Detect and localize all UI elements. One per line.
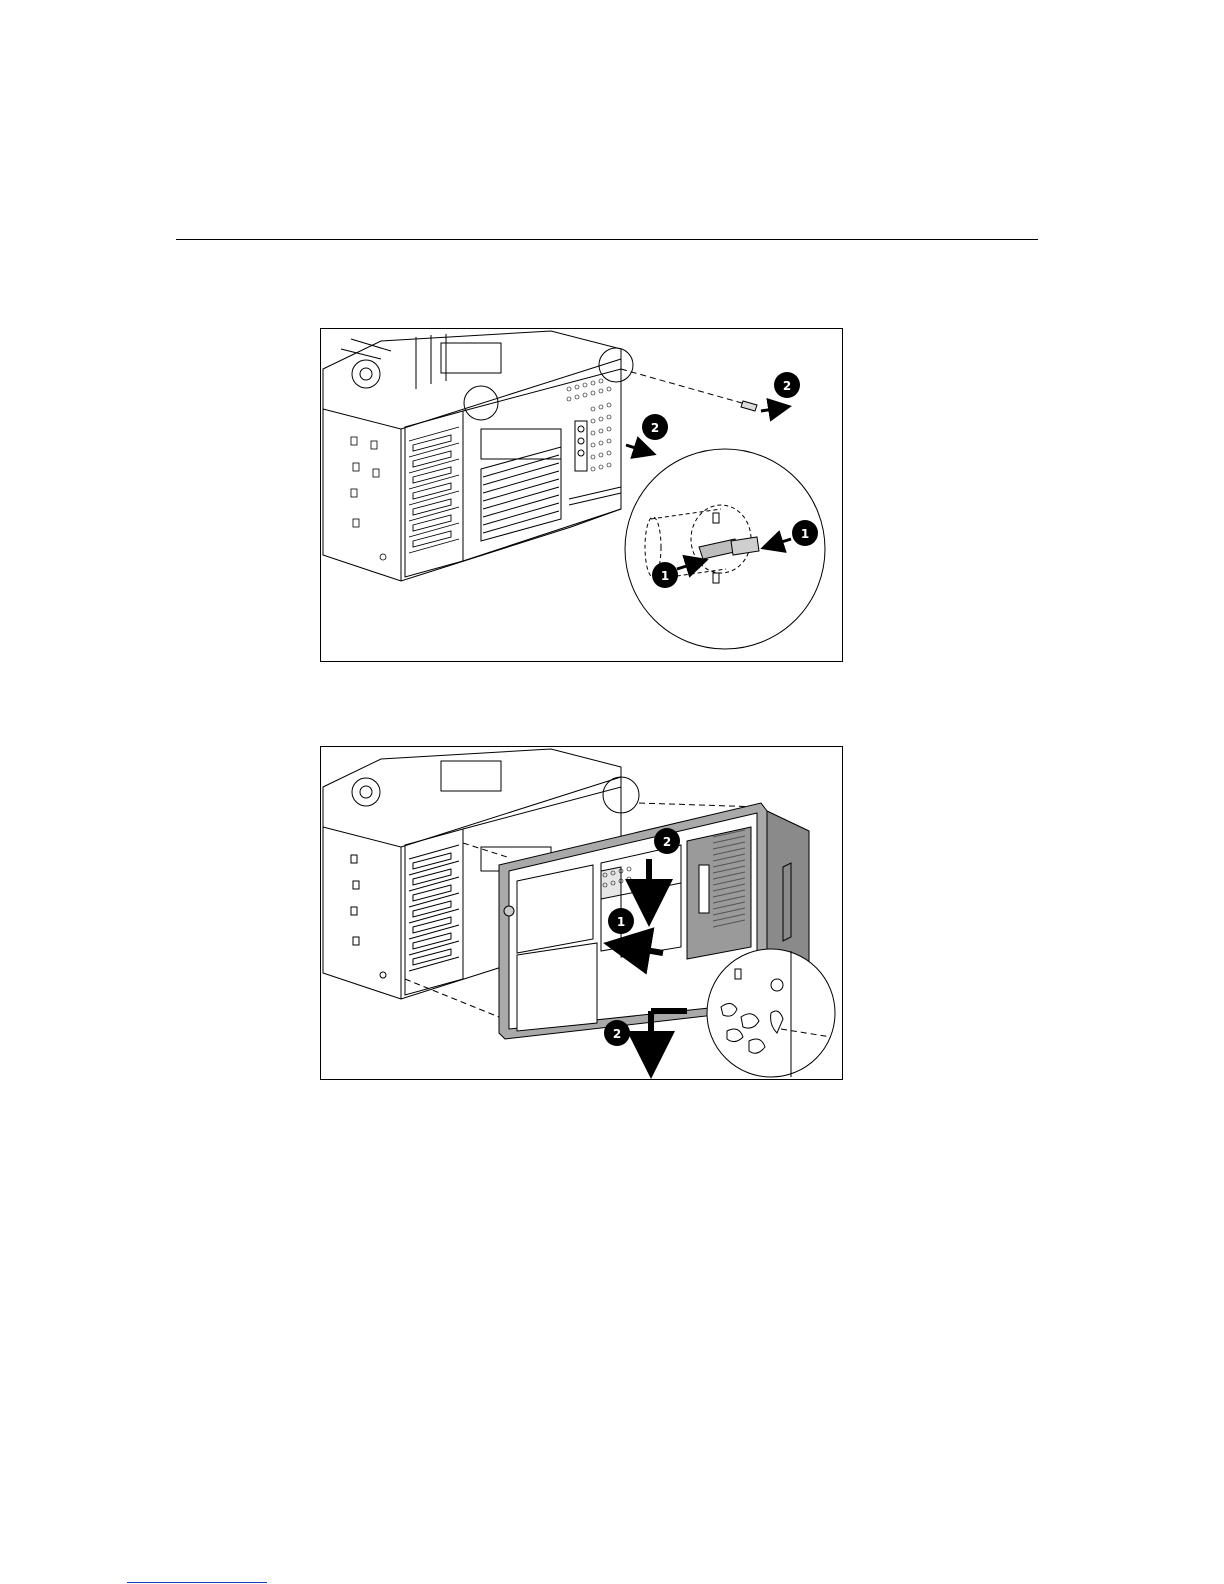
callout-1-mid: 1 [608, 908, 634, 934]
figure2-illustration: 2 1 2 [321, 747, 842, 1079]
figure1-illustration: 2 2 1 1 [321, 329, 842, 661]
callout-2-bottom: 2 [604, 1020, 630, 1046]
callout-1-left: 1 [652, 562, 678, 588]
callout-2-top: 2 [774, 372, 800, 398]
callout-1-right: 1 [792, 520, 818, 546]
thumbscrew-icon [741, 401, 757, 411]
detail-magnifier-circle [707, 949, 835, 1077]
footer-link-underline [127, 1582, 267, 1583]
svg-text:1: 1 [801, 527, 809, 541]
svg-text:1: 1 [661, 569, 669, 583]
remove-bezel-screw-figure: 2 2 1 1 [320, 328, 843, 662]
detail-magnifier-circle [625, 449, 825, 649]
svg-text:1: 1 [617, 915, 625, 929]
screw-location-circle [599, 348, 633, 382]
svg-text:2: 2 [663, 835, 671, 849]
callout-2-mid: 2 [642, 414, 668, 440]
callout-2-top: 2 [654, 828, 680, 854]
header-rule [176, 239, 1038, 240]
svg-text:2: 2 [783, 379, 791, 393]
remove-front-bezel-figure: 2 1 2 [320, 746, 843, 1080]
svg-text:2: 2 [613, 1027, 621, 1041]
server-chassis-drawing [323, 331, 621, 581]
svg-text:2: 2 [651, 421, 659, 435]
